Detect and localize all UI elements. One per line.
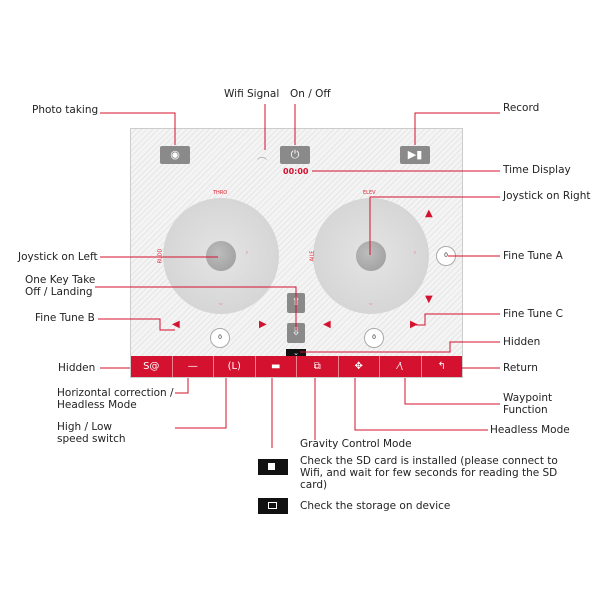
left-joystick-knob[interactable] [206,241,236,271]
hidden-button[interactable]: S@ [131,356,173,377]
hidden-toggle[interactable]: ⌄ [286,349,306,358]
fine-tune-c-right[interactable]: ▶ [410,319,418,330]
thro-label: THRO [213,190,228,196]
return-button[interactable]: ↰ [437,361,446,372]
sd-card-icon [258,459,288,475]
waypoint-button[interactable]: ⁄\ [380,356,422,377]
label-speed: High / Low speed switch [57,421,126,445]
horizontal-correction-button[interactable]: — [173,356,214,377]
label-record: Record [503,102,540,114]
speed-switch-button[interactable]: (L) [214,356,256,377]
elev-label: ELEV [363,190,376,196]
record-button[interactable]: ▶▮ [400,146,430,164]
label-hidden-right: Hidden [503,336,541,348]
right-joystick[interactable]: ELEV AILE ›⌄ [309,190,429,314]
device-storage-icon [258,498,288,514]
label-onoff: On / Off [290,88,331,100]
label-wifi: Wifi Signal [224,88,280,100]
fine-tune-a-up[interactable]: ▲ [425,208,433,219]
label-takeoff: One Key Take Off / Landing [25,274,96,298]
gravity-control-button[interactable]: ⧉ [297,356,339,377]
label-joy-right: Joystick on Right [503,190,591,202]
label-time: Time Display [503,164,571,176]
bottom-toolbar: S@ — (L) ▬ ⧉ ✥ ⁄\ ↰ [131,356,462,377]
legend-sd-text: Check the SD card is installed (please c… [300,455,558,491]
landing-button[interactable]: ⇩ [287,323,305,343]
fine-tune-b-dial[interactable]: 0 [210,328,230,348]
label-gravity: Gravity Control Mode [300,438,412,450]
fine-tune-c-dial[interactable]: 0 [364,328,384,348]
label-hidden-left: Hidden [58,362,96,374]
label-return: Return [503,362,538,374]
label-fine-c: Fine Tune C [503,308,563,320]
app-screen: ◉ ︵ ⏻ ▶▮ 00:00 THRO RUDD ›⌄ ELEV AILE ›⌄… [130,128,463,378]
label-fine-a: Fine Tune A [503,250,563,262]
legend-storage-text: Check the storage on device [300,500,451,512]
label-fine-b: Fine Tune B [35,312,95,324]
fine-tune-a-down[interactable]: ▼ [425,294,433,305]
headless-mode-button[interactable]: ✥ [339,356,380,377]
right-joystick-knob[interactable] [356,241,386,271]
label-photo: Photo taking [32,104,99,116]
time-display: 00:00 [283,167,309,176]
label-joy-left: Joystick on Left [18,251,98,263]
photo-button[interactable]: ◉ [160,146,190,164]
fine-tune-c-left[interactable]: ◀ [323,319,331,330]
fine-tune-b-right[interactable]: ▶ [259,319,267,330]
left-joystick[interactable]: THRO RUDD ›⌄ [157,190,279,314]
fine-tune-b-left[interactable]: ◀ [172,319,180,330]
label-waypoint: Waypoint Function [503,392,553,416]
label-headless: Headless Mode [490,424,570,436]
sd-card-button[interactable]: ▬ [256,356,297,377]
wifi-icon: ︵ [257,151,267,162]
label-horizontal: Horizontal correction / Headless Mode [57,387,174,411]
power-button[interactable]: ⏻ [280,146,310,164]
